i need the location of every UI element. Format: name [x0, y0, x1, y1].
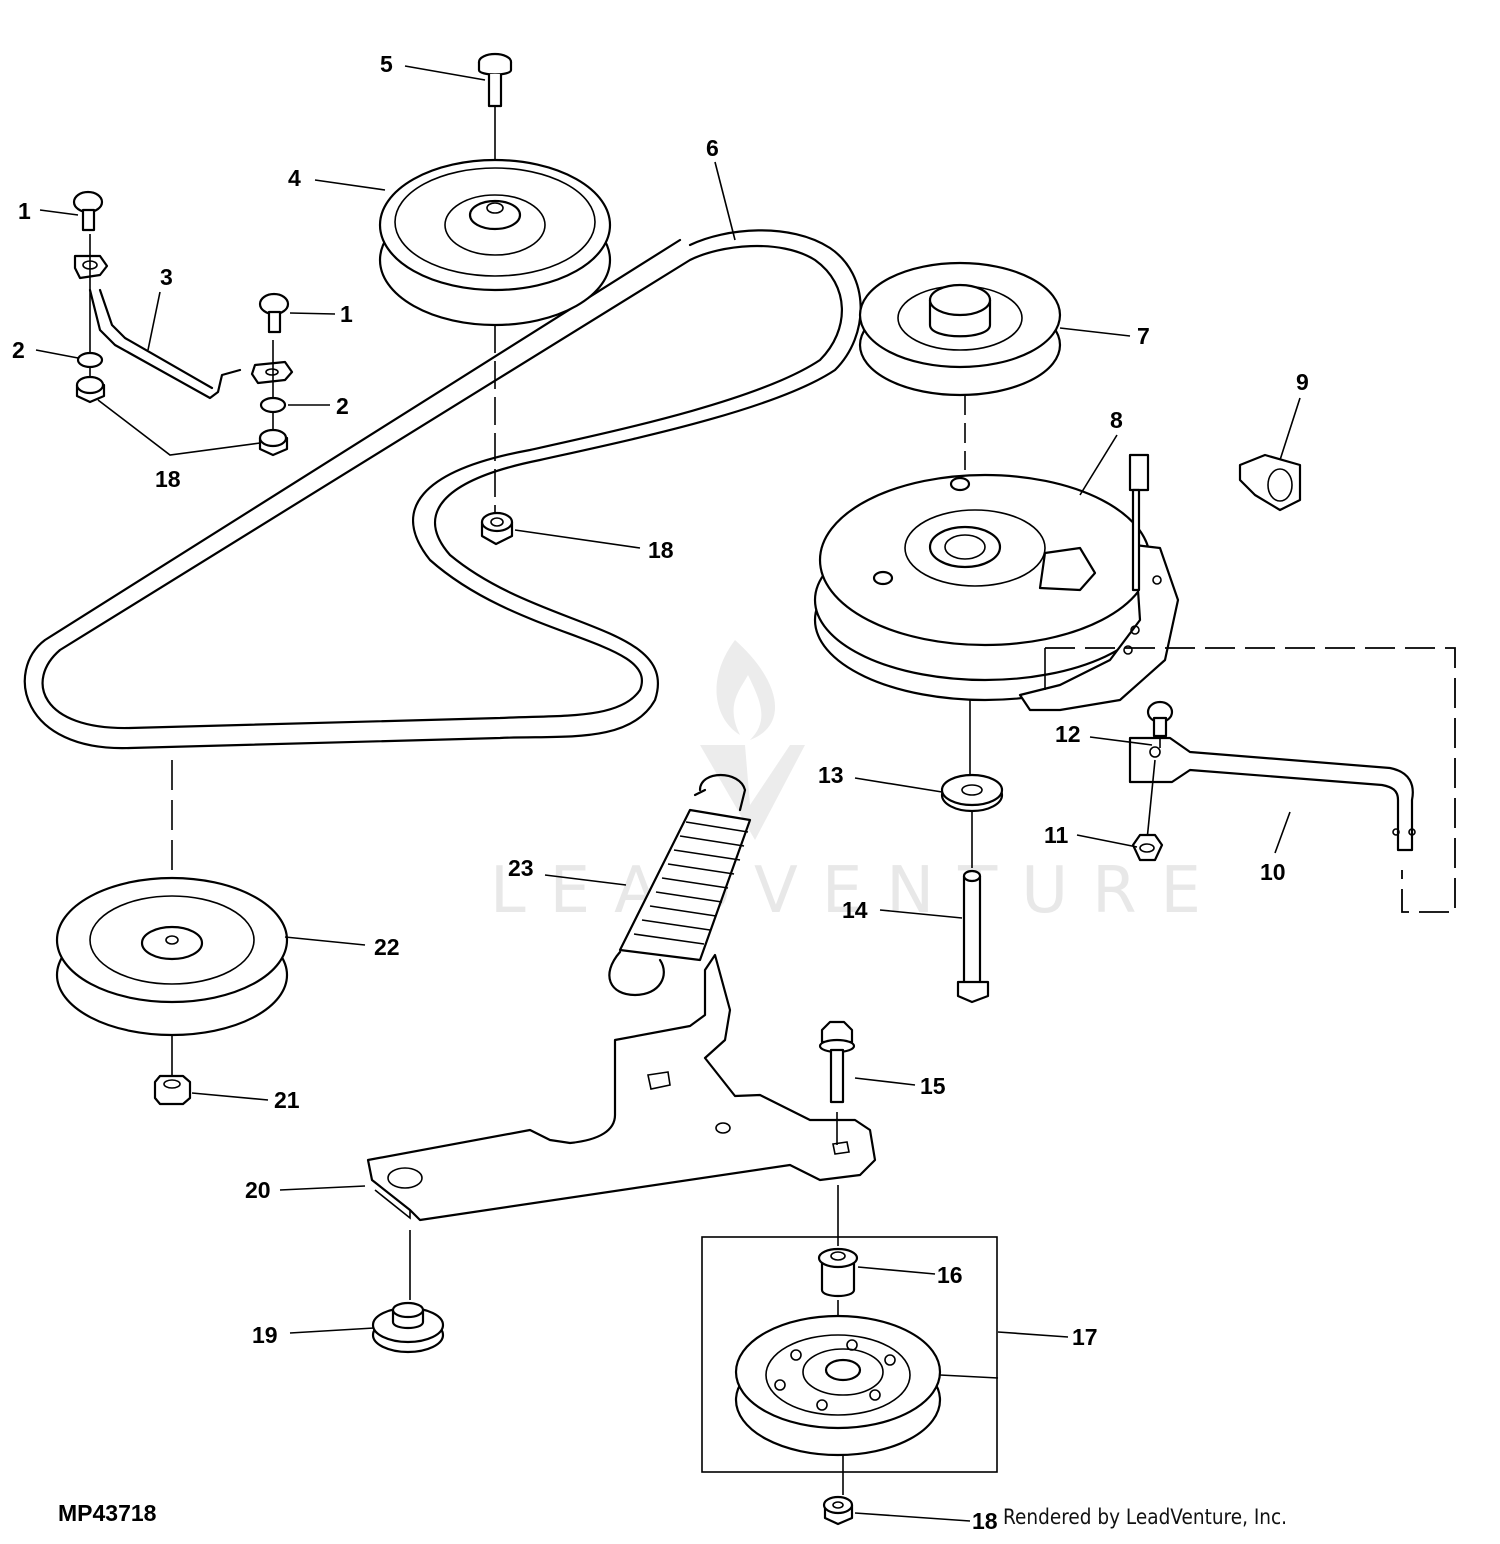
- part-17-kit-box: [701, 1236, 998, 1473]
- part-17-pulley: [734, 1314, 942, 1495]
- callout-1: 1: [18, 198, 31, 224]
- part-1-carriage-bolt-right: [258, 292, 290, 334]
- callout-3: 3: [160, 264, 173, 290]
- part-23-spring: [608, 774, 752, 997]
- part-14-bolt: [956, 869, 990, 1004]
- part-9-connector: [1238, 453, 1302, 512]
- part-2-lock-washer-right: [259, 396, 287, 414]
- part-12-bolt: [1146, 700, 1174, 748]
- callout-11: 11: [1044, 822, 1069, 848]
- callout-10: 10: [1260, 859, 1286, 885]
- part-19-spacer: [371, 1301, 445, 1354]
- callout-7: 7: [1137, 323, 1150, 349]
- callout-14: 14: [842, 897, 868, 923]
- part-15-flange-bolt: [818, 1020, 856, 1246]
- watermark-text: LEADVENTURE: [490, 854, 1225, 928]
- callout-4: 4: [288, 165, 301, 191]
- part-6-belt: [23, 229, 862, 750]
- callout-22: 22: [374, 934, 400, 960]
- part-3-guide-rod: [73, 234, 294, 440]
- part-18-flange-nut-left: [75, 375, 106, 404]
- watermark-v-icon: [700, 745, 805, 840]
- part-2-lock-washer-left: [76, 351, 104, 369]
- callout-20: 20: [245, 1177, 271, 1203]
- callout-1: 1: [340, 301, 353, 327]
- part-18-flange-nut: [480, 511, 514, 546]
- leader-lines: [35, 65, 1301, 1522]
- part-20-idler-arm: [366, 953, 877, 1300]
- part-21-nut: [153, 1074, 192, 1106]
- callout-21: 21: [274, 1087, 300, 1113]
- callout-18: 18: [155, 466, 181, 492]
- callout-13: 13: [818, 762, 844, 788]
- callout-18: 18: [648, 537, 674, 563]
- part-18-flange-nut-bottom: [822, 1495, 854, 1526]
- callout-8: 8: [1110, 407, 1123, 433]
- callout-16: 16: [937, 1262, 963, 1288]
- part-1-carriage-bolt-left: [72, 190, 104, 232]
- part-13-washer: [940, 773, 1004, 868]
- callout-18: 18: [972, 1508, 998, 1534]
- callout-12: 12: [1055, 721, 1081, 747]
- callout-17: 17: [1072, 1324, 1098, 1350]
- callout-9: 9: [1296, 369, 1309, 395]
- watermark-flame-icon: [716, 640, 776, 740]
- callout-5: 5: [380, 51, 393, 77]
- watermark: LEADVENTURE: [490, 640, 1225, 928]
- callout-6: 6: [706, 135, 719, 161]
- part-18-flange-nut-right: [258, 428, 289, 457]
- part-5-bolt: [477, 52, 513, 190]
- part-4-idler-pulley: [378, 158, 612, 520]
- callout-23: 23: [508, 855, 534, 881]
- part-8-electric-clutch: [813, 453, 1180, 780]
- part-10-bracket: [1128, 736, 1416, 852]
- callout-2: 2: [336, 393, 349, 419]
- part-11-nut: [1131, 759, 1164, 862]
- render-credit: Rendered by LeadVenture, Inc.: [1003, 1505, 1288, 1529]
- figure-id: MP43718: [58, 1500, 157, 1526]
- callout-15: 15: [920, 1073, 946, 1099]
- part-7-pulley: [858, 261, 1062, 470]
- part-22-pulley: [55, 760, 289, 1080]
- callouts: 1 1 2 2 3 4 5 6 7 8 9 10 11 12 13 14 15 …: [12, 51, 1309, 1534]
- assembly-guide-line: [1045, 647, 1456, 913]
- callout-2: 2: [12, 337, 25, 363]
- callout-19: 19: [252, 1322, 278, 1348]
